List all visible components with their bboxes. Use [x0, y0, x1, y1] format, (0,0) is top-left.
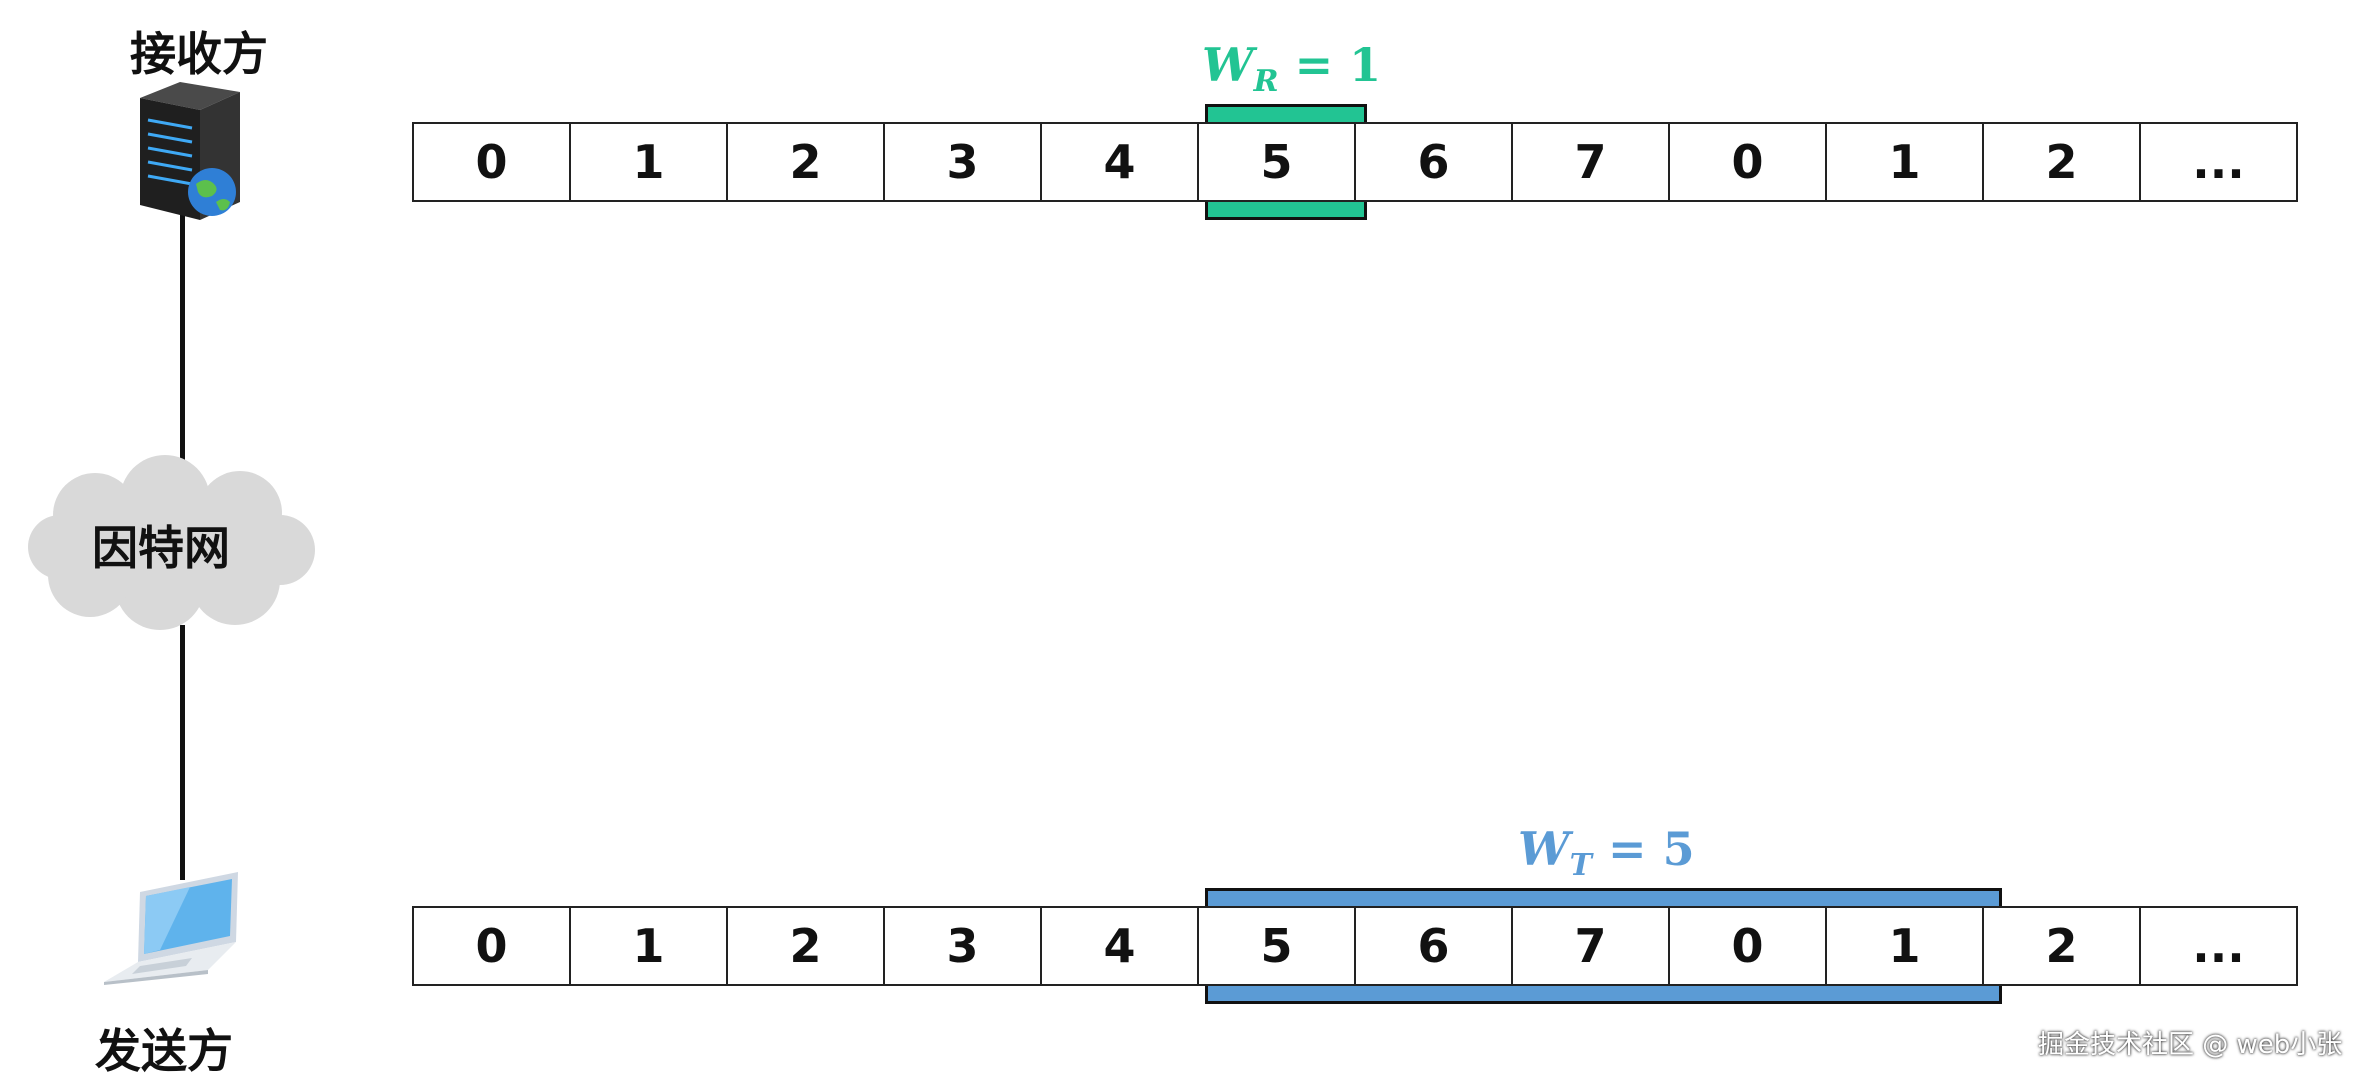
sender-seq-cell: 4 [1040, 906, 1199, 986]
receiver-seq-cell: 6 [1354, 122, 1513, 202]
sender-seq-cell: 5 [1197, 906, 1356, 986]
receiver-seq-cell: 1 [569, 122, 728, 202]
watermark: 掘金技术社区 @ web小张 [2038, 1030, 2343, 1060]
receiver-seq-cell: 3 [883, 122, 1042, 202]
sender-window-symbol: W [1518, 822, 1570, 876]
link-network-sender [180, 625, 185, 880]
receiver-seq-cell: 1 [1825, 122, 1984, 202]
laptop-icon [100, 870, 245, 985]
receiver-seq-cell: 2 [726, 122, 885, 202]
sender-sequence: 0 1 2 3 4 5 6 7 0 1 2 ... [412, 906, 2298, 986]
sender-seq-cell: 1 [1825, 906, 1984, 986]
sender-window-label: WT = 5 [1518, 822, 1695, 883]
sender-seq-cell: 6 [1354, 906, 1513, 986]
sender-seq-cell: 1 [569, 906, 728, 986]
receiver-seq-cell: ... [2139, 122, 2298, 202]
network-label: 因特网 [92, 521, 230, 575]
cloud-icon [25, 455, 320, 635]
receiver-label: 接收方 [130, 27, 268, 81]
receiver-seq-cell: 5 [1197, 122, 1356, 202]
sender-seq-cell: 7 [1511, 906, 1670, 986]
sender-seq-cell: 2 [726, 906, 885, 986]
receiver-window-symbol: W [1202, 38, 1254, 92]
sender-seq-cell: 3 [883, 906, 1042, 986]
receiver-seq-cell: 2 [1982, 122, 2141, 202]
sender-label: 发送方 [95, 1024, 233, 1078]
sender-seq-cell: 2 [1982, 906, 2141, 986]
receiver-window-rest: = 1 [1294, 38, 1382, 92]
sender-window-rest: = 5 [1608, 822, 1695, 876]
sender-window-subscript: T [1569, 848, 1592, 884]
sender-seq-cell: 0 [1668, 906, 1827, 986]
server-icon [130, 80, 245, 225]
receiver-window-label: WR = 1 [1202, 38, 1381, 99]
sender-seq-cell: 0 [412, 906, 571, 986]
receiver-seq-cell: 4 [1040, 122, 1199, 202]
receiver-seq-cell: 0 [1668, 122, 1827, 202]
receiver-seq-cell: 0 [412, 122, 571, 202]
receiver-seq-cell: 7 [1511, 122, 1670, 202]
link-receiver-network [180, 210, 185, 470]
receiver-window-subscript: R [1253, 64, 1279, 100]
sender-seq-cell: ... [2139, 906, 2298, 986]
receiver-sequence: 0 1 2 3 4 5 6 7 0 1 2 ... [412, 122, 2298, 202]
